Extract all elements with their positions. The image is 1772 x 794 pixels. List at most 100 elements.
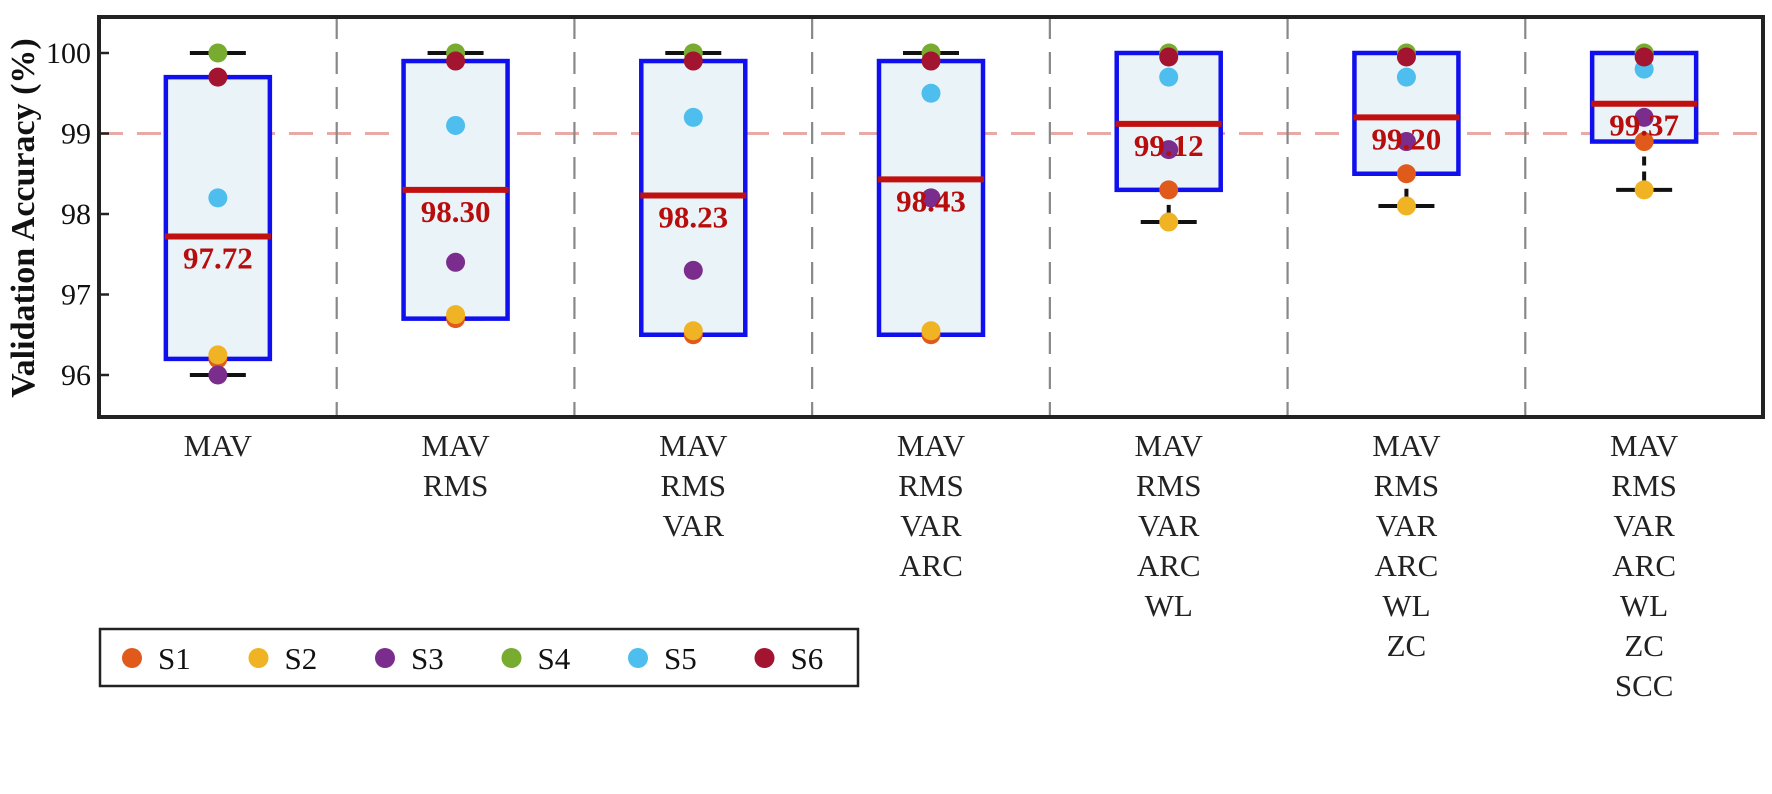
data-point-s5 <box>683 107 703 127</box>
median-label: 98.23 <box>658 199 728 234</box>
median-label: 98.43 <box>896 183 966 218</box>
category-feature-label: ARC <box>1137 548 1201 583</box>
data-point-s2 <box>1159 212 1179 232</box>
data-point-s6 <box>1396 47 1416 67</box>
category-feature-label: RMS <box>1611 468 1676 503</box>
data-point-s6 <box>208 67 228 87</box>
category-feature-label: RMS <box>423 468 488 503</box>
legend-box <box>98 627 860 688</box>
category-feature-label: SCC <box>1615 668 1674 703</box>
category-feature-label: RMS <box>1136 468 1201 503</box>
category-feature-label: VAR <box>1613 508 1675 543</box>
median-label: 99.20 <box>1372 121 1442 156</box>
category-label: MAV RMS VAR ARC WL <box>1135 428 1204 623</box>
category-feature-label: MAV <box>184 428 253 463</box>
y-tick-label: 98 <box>61 198 91 231</box>
category-feature-label: ZC <box>1387 628 1427 663</box>
category-label: MAV RMS VAR ARC WL ZC <box>1372 428 1441 663</box>
legend-label-s1: S1 <box>158 641 191 676</box>
category-feature-label: VAR <box>1138 508 1200 543</box>
legend-label-s5: S5 <box>664 641 697 676</box>
data-point-s5 <box>446 115 466 135</box>
category-feature-label: VAR <box>663 508 725 543</box>
y-axis-title: Validation Accuracy (%) <box>5 38 42 398</box>
category-feature-label: MAV <box>1372 428 1441 463</box>
data-point-s1 <box>1396 164 1416 184</box>
category-feature-label: WL <box>1620 588 1668 623</box>
y-tick-label: 99 <box>61 118 91 151</box>
category-feature-label: WL <box>1145 588 1193 623</box>
category-feature-label: ARC <box>1375 548 1439 583</box>
legend-marker-s5 <box>628 648 648 668</box>
category-label: MAV RMS <box>421 428 490 503</box>
legend-marker-s1 <box>122 648 142 668</box>
data-point-s6 <box>1159 47 1179 67</box>
data-point-s4 <box>208 43 228 63</box>
category-feature-label: MAV <box>1610 428 1679 463</box>
category-feature-label: ZC <box>1624 628 1664 663</box>
box-group: 97.72 <box>163 43 273 385</box>
legend-marker-s3 <box>375 648 395 668</box>
category-labels: MAV MAV RMS MAV RMS VAR MAV RMS VAR ARC MAV RMS VAR A… <box>184 428 1679 703</box>
data-point-s6 <box>921 51 941 71</box>
legend-label-s6: S6 <box>791 641 824 676</box>
category-feature-label: MAV <box>1135 428 1204 463</box>
category-feature-label: MAV <box>659 428 728 463</box>
data-point-s3 <box>1159 140 1179 160</box>
data-point-s5 <box>1159 67 1179 87</box>
median-label: 98.30 <box>421 194 491 229</box>
category-feature-label: WL <box>1382 588 1430 623</box>
box <box>163 74 273 362</box>
box-group: 98.43 <box>876 43 986 345</box>
legend-label-s3: S3 <box>411 641 444 676</box>
data-point-s2 <box>1396 196 1416 216</box>
data-point-s3 <box>921 188 941 208</box>
data-point-s3 <box>446 252 466 272</box>
median-label: 99.12 <box>1134 128 1204 163</box>
data-point-s5 <box>921 83 941 103</box>
data-point-s1 <box>1159 180 1179 200</box>
data-point-s5 <box>208 188 228 208</box>
data-point-s2 <box>683 321 703 341</box>
data-point-s5 <box>1396 67 1416 87</box>
category-feature-label: ARC <box>1612 548 1676 583</box>
legend-marker-s6 <box>754 648 775 668</box>
y-tick-label: 100 <box>46 37 91 70</box>
legend-label-s4: S4 <box>538 641 571 676</box>
data-point-s6 <box>446 51 466 71</box>
data-point-s3 <box>208 365 228 385</box>
legend-marker-s2 <box>248 648 269 668</box>
legend-label-s2: S2 <box>285 641 318 676</box>
y-tick-label: 97 <box>61 279 91 312</box>
box-group: 99.12 <box>1114 43 1223 232</box>
box-group: 98.23 <box>639 43 748 345</box>
category-feature-label: RMS <box>661 468 726 503</box>
category-feature-label: VAR <box>1376 508 1438 543</box>
category-feature-label: ARC <box>899 548 963 583</box>
data-point-s6 <box>1634 47 1654 67</box>
data-point-s3 <box>683 260 703 280</box>
data-point-s6 <box>683 51 703 71</box>
data-point-s2 <box>208 345 228 365</box>
category-feature-label: RMS <box>1374 468 1439 503</box>
plot-frame <box>97 15 1765 419</box>
legend-marker-s4 <box>501 648 522 668</box>
data-point-s2 <box>921 321 941 341</box>
category-label: MAV RMS VAR ARC WL ZC SCC <box>1610 428 1679 703</box>
median-label: 99.37 <box>1609 108 1679 143</box>
category-label: MAV <box>184 428 253 463</box>
category-feature-label: VAR <box>900 508 962 543</box>
data-point-s1 <box>1634 132 1654 152</box>
box-group: 98.30 <box>401 43 510 329</box>
data-point-s3 <box>1396 132 1416 152</box>
median-label: 97.72 <box>183 241 253 276</box>
plot-area: 97.72 98.30 98.23 98.43 99.12 99.20 99.37 96 97 9… <box>46 15 1765 419</box>
category-feature-label: MAV <box>421 428 490 463</box>
category-feature-label: MAV <box>897 428 966 463</box>
category-label: MAV RMS VAR <box>659 428 728 543</box>
data-point-s2 <box>446 305 466 325</box>
y-tick-label: 96 <box>61 359 91 392</box>
legend: S1 S2 S3 S4 S5 S6 <box>98 627 860 688</box>
